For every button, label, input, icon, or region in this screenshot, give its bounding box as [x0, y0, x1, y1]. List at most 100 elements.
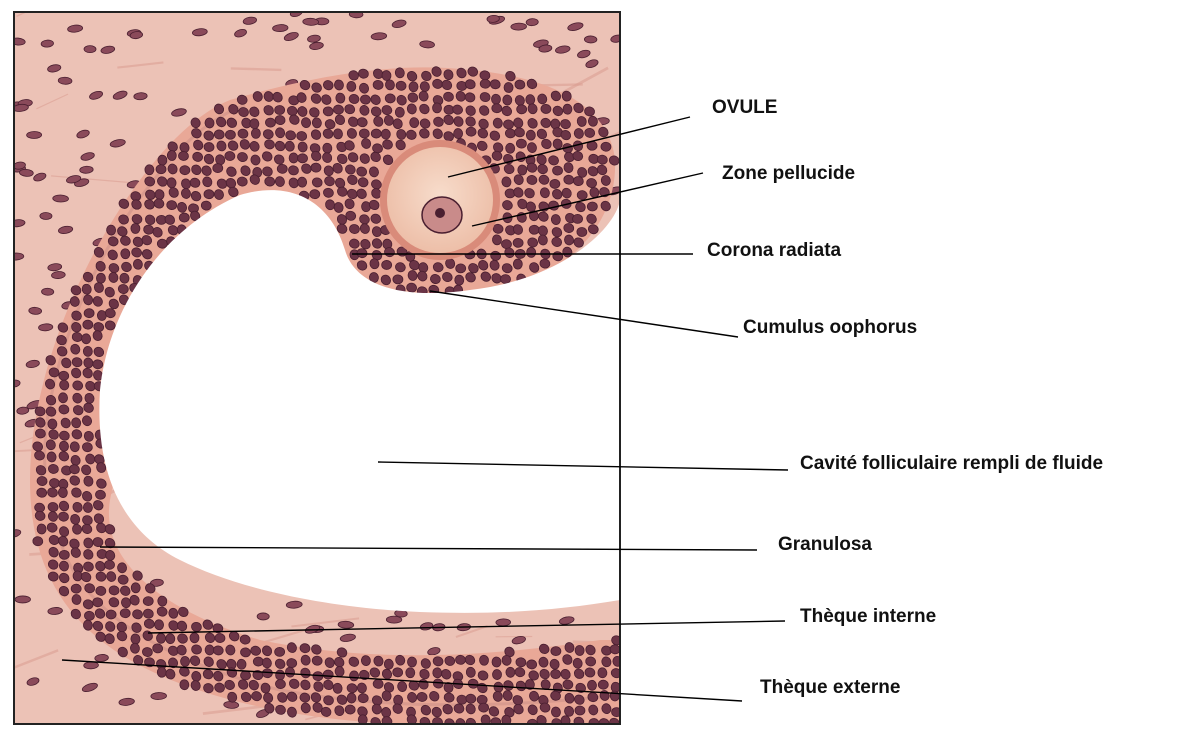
granulosa-nucleus	[309, 189, 320, 199]
granulosa-nucleus	[587, 202, 597, 211]
granulosa-nucleus	[506, 667, 516, 677]
label-zone-pellucide: Zone pellucide	[722, 163, 855, 185]
granulosa-nucleus	[516, 105, 526, 115]
label-corona-radiata: Corona radiata	[707, 240, 841, 262]
granulosa-nucleus	[492, 669, 502, 679]
granulosa-nucleus	[382, 260, 392, 269]
granulosa-nucleus	[156, 633, 165, 643]
stroma-nucleus	[257, 613, 269, 620]
label-cavite: Cavité folliculaire rempli de fluide	[800, 453, 1103, 475]
granulosa-nucleus	[73, 571, 82, 581]
granulosa-nucleus	[500, 274, 511, 284]
granulosa-nucleus	[491, 717, 501, 726]
granulosa-nucleus	[58, 393, 67, 403]
granulosa-nucleus	[143, 597, 153, 606]
granulosa-nucleus	[84, 309, 94, 318]
granulosa-nucleus	[72, 594, 82, 605]
stroma-nucleus	[15, 596, 31, 603]
granulosa-nucleus	[204, 189, 214, 198]
granulosa-nucleus	[529, 225, 539, 234]
granulosa-nucleus	[371, 129, 381, 138]
granulosa-nucleus	[503, 95, 512, 105]
granulosa-nucleus	[478, 703, 488, 712]
label-theque-interne: Thèque interne	[800, 606, 936, 628]
granulosa-nucleus	[492, 103, 503, 113]
granulosa-nucleus	[409, 117, 419, 128]
label-cumulus-oophorus: Cumulus oophorus	[743, 317, 917, 339]
label-ovule: OVULE	[712, 97, 777, 119]
granulosa-nucleus	[541, 104, 552, 114]
granulosa-nucleus	[225, 130, 235, 139]
granulosa-nucleus	[277, 164, 288, 174]
granulosa-nucleus	[345, 705, 356, 715]
granulosa-nucleus	[601, 142, 612, 152]
granulosa-nucleus	[297, 154, 307, 163]
granulosa-nucleus	[157, 667, 166, 677]
granulosa-nucleus	[71, 584, 81, 593]
granulosa-nucleus	[251, 128, 260, 138]
stroma-nucleus	[27, 131, 42, 138]
granulosa-nucleus	[37, 476, 48, 486]
granulosa-nucleus	[240, 671, 251, 681]
stroma-nucleus	[496, 619, 511, 626]
granulosa-nucleus	[432, 103, 441, 113]
granulosa-nucleus	[59, 550, 69, 559]
granulosa-nucleus	[505, 143, 514, 153]
granulosa-nucleus	[179, 213, 189, 222]
granulosa-nucleus	[145, 165, 154, 175]
granulosa-nucleus	[323, 670, 334, 680]
granulosa-nucleus	[526, 247, 536, 258]
granulosa-nucleus	[225, 151, 236, 161]
granulosa-nucleus	[96, 273, 105, 283]
granulosa-nucleus	[409, 82, 418, 92]
granulosa-nucleus	[253, 657, 263, 666]
granulosa-nucleus	[190, 633, 199, 643]
stroma-nucleus	[584, 36, 597, 43]
granulosa-nucleus	[131, 583, 140, 593]
granulosa-nucleus	[83, 346, 92, 356]
granulosa-nucleus	[83, 320, 94, 330]
granulosa-nucleus	[347, 693, 356, 703]
granulosa-nucleus	[350, 671, 359, 681]
granulosa-nucleus	[518, 165, 528, 176]
stroma-nucleus	[526, 18, 539, 26]
granulosa-nucleus	[37, 524, 46, 534]
granulosa-nucleus	[381, 129, 391, 140]
granulosa-nucleus	[358, 693, 368, 703]
granulosa-nucleus	[156, 164, 167, 174]
granulosa-nucleus	[454, 129, 463, 139]
label-theque-externe: Thèque externe	[760, 677, 900, 699]
granulosa-nucleus	[275, 647, 285, 656]
granulosa-nucleus	[213, 163, 223, 172]
granulosa-nucleus	[180, 165, 190, 174]
granulosa-nucleus	[347, 81, 356, 91]
granulosa-nucleus	[456, 264, 466, 273]
granulosa-nucleus	[513, 238, 523, 248]
stroma-nucleus	[511, 23, 527, 31]
granulosa-nucleus	[395, 107, 404, 117]
granulosa-nucleus	[289, 153, 299, 164]
stroma-fiber	[231, 68, 282, 69]
granulosa-nucleus	[104, 560, 114, 569]
granulosa-nucleus	[513, 259, 522, 269]
granulosa-nucleus	[237, 659, 247, 670]
granulosa-nucleus	[83, 502, 93, 513]
granulosa-nucleus	[407, 657, 416, 667]
granulosa-nucleus	[275, 670, 284, 680]
stroma-nucleus	[84, 46, 96, 53]
stroma-nucleus	[151, 692, 167, 700]
granulosa-nucleus	[120, 609, 130, 618]
granulosa-nucleus	[106, 610, 116, 619]
granulosa-nucleus	[551, 647, 561, 656]
ovule-nucleolus	[435, 208, 445, 218]
granulosa-nucleus	[95, 586, 106, 596]
granulosa-nucleus	[598, 680, 609, 690]
granulosa-nucleus	[131, 223, 140, 233]
granulosa-nucleus	[406, 668, 415, 678]
granulosa-nucleus	[393, 275, 404, 285]
granulosa-nucleus	[516, 139, 527, 149]
granulosa-nucleus	[180, 656, 190, 667]
granulosa-nucleus	[572, 214, 582, 223]
